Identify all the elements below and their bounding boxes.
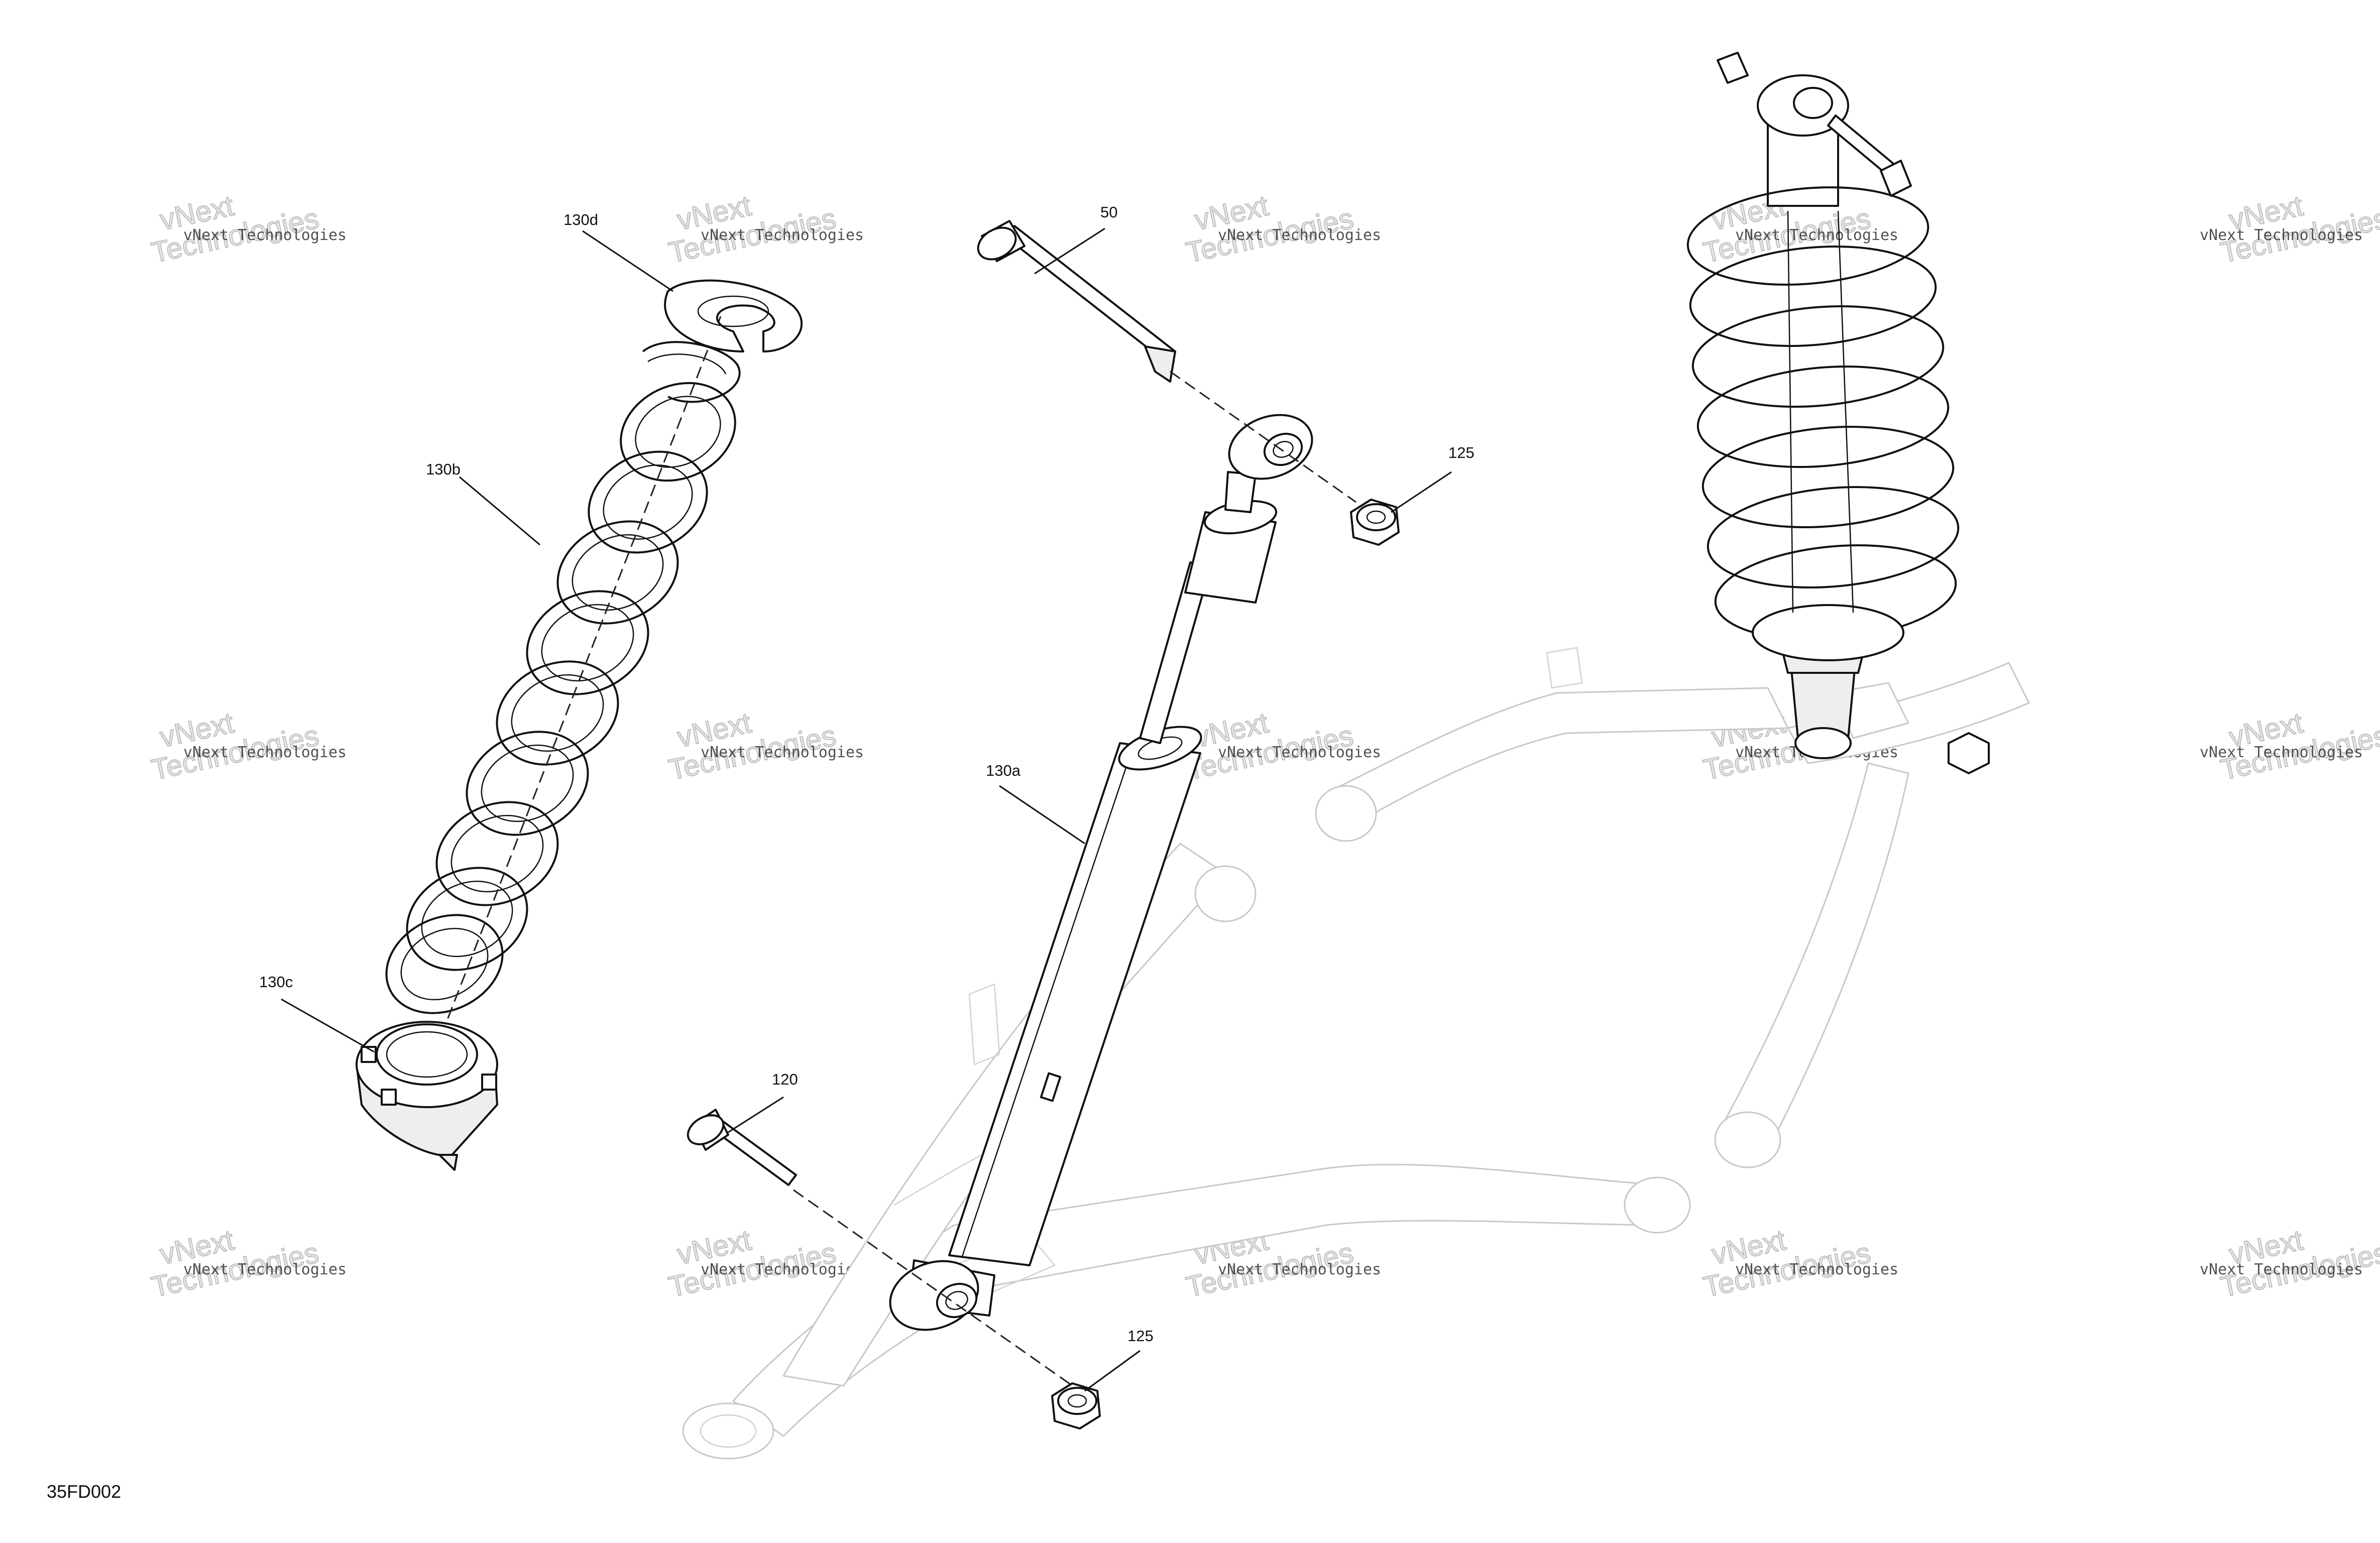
spring-coil <box>435 801 559 906</box>
spring-coil <box>556 520 679 625</box>
watermark: vNext Technologies <box>665 189 839 270</box>
spring-retainer <box>664 279 803 352</box>
watermark-text: vNext Technologies <box>1218 744 1381 761</box>
upper-bolt <box>977 220 1176 383</box>
spring-coil <box>1686 186 1930 286</box>
callout-130d: 130d <box>563 211 598 228</box>
watermark-text: vNext Technologies <box>1218 226 1381 244</box>
watermark: vNext Technologies <box>148 189 322 270</box>
leader-lines <box>281 227 1452 1392</box>
watermark-text: vNext Technologies <box>701 744 864 761</box>
spring-coil <box>1696 365 1950 468</box>
watermark-word-a: vNext <box>2226 706 2306 754</box>
watermark-text: vNext Technologies <box>701 226 864 244</box>
callout-125-top: 125 <box>1448 444 1475 461</box>
leader-line-130a <box>999 785 1085 845</box>
callout-130b: 130b <box>426 460 461 478</box>
watermark: vNext Technologies <box>665 706 839 787</box>
watermark: vNext Technologies <box>2217 706 2380 787</box>
watermark-text: vNext Technologies <box>1218 1261 1381 1278</box>
callout-50: 50 <box>1100 203 1117 221</box>
spring-coil <box>466 731 589 836</box>
upper-nut <box>1350 499 1400 546</box>
spring-coil <box>1707 486 1960 589</box>
watermark-text: vNext Technologies <box>183 744 347 761</box>
leader-line-120 <box>728 1096 784 1133</box>
spring-coil <box>620 382 736 482</box>
watermark: vNext Technologies <box>665 1223 839 1304</box>
watermark: vNext Technologies <box>1183 189 1356 270</box>
assembled-shock-absorber <box>1686 52 1990 774</box>
leader-line-125-top <box>1391 471 1452 513</box>
leader-line-125-bottom <box>1084 1350 1141 1392</box>
callout-125-bottom: 125 <box>1127 1327 1154 1345</box>
watermark-text: vNext Technologies <box>1735 1261 1898 1278</box>
callouts: 130d 130b 130c 50 125 130a 120 125 <box>259 203 1475 1345</box>
upper-a-arm-ghost <box>1315 647 2030 1168</box>
watermark-text: vNext Technologies <box>2200 226 2363 244</box>
spring-coil <box>1702 425 1955 529</box>
spring-coil <box>1689 246 1937 347</box>
watermark: vNext Technologies <box>1700 1223 1874 1304</box>
callout-120: 120 <box>772 1071 798 1088</box>
watermark-text: vNext Technologies <box>183 226 347 244</box>
spring-coil <box>385 914 504 1014</box>
upper-bolt-axis-line <box>1170 371 1356 503</box>
spring-coil <box>588 450 708 554</box>
watermark: vNext Technologies <box>2217 1223 2380 1304</box>
shock-absorber <box>889 414 1313 1331</box>
watermark-text: vNext Technologies <box>701 1261 864 1278</box>
lower-bolt <box>687 1109 797 1186</box>
spring-axis-line <box>431 316 722 1060</box>
spring-coil <box>496 660 619 766</box>
leader-line-130d <box>582 230 673 292</box>
watermark: vNext Technologies <box>2217 189 2380 270</box>
watermark-text: vNext Technologies <box>2200 1261 2363 1278</box>
figure-code: 35FD002 <box>47 1481 121 1502</box>
watermark: vNext Technologies <box>148 1223 322 1304</box>
spring-coil <box>406 867 528 971</box>
lower-a-arm-ghost <box>682 843 1691 1460</box>
spring-seat-adjuster <box>356 1021 498 1171</box>
leader-line-130b <box>459 476 540 546</box>
leader-line-50 <box>1034 227 1105 275</box>
lower-nut <box>1051 1382 1101 1430</box>
watermark: vNext Technologies <box>1183 706 1356 787</box>
watermarks: vNext Technologies vNext Technologies vN… <box>148 189 2380 1304</box>
watermark-text: vNext Technologies <box>183 1261 347 1278</box>
coil-spring <box>385 341 741 1014</box>
leader-line-130c <box>281 998 375 1053</box>
watermark-text: vNext Technologies <box>2200 744 2363 761</box>
spring-coil <box>1691 305 1945 408</box>
lower-bolt-axis-line <box>793 1189 1080 1392</box>
watermark-text: vNext Technologies <box>1735 226 1898 244</box>
spring-coil <box>526 590 649 695</box>
callout-130a: 130a <box>986 762 1021 779</box>
watermark: vNext Technologies <box>148 706 322 787</box>
callout-130c: 130c <box>259 973 293 991</box>
